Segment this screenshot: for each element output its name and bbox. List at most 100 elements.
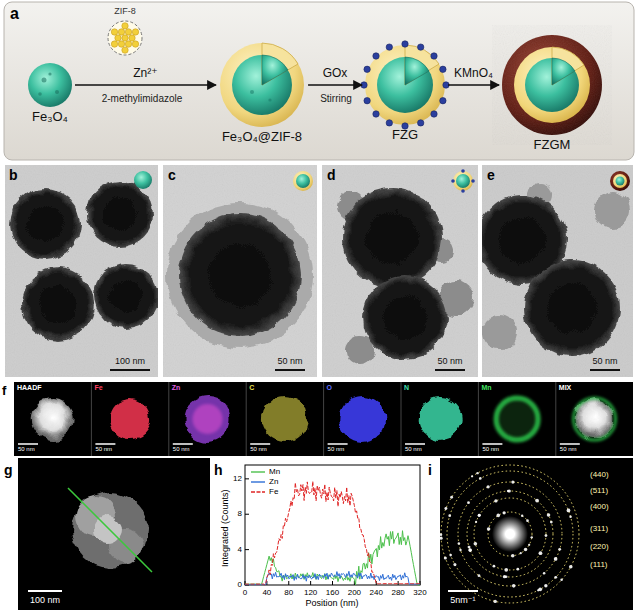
diffraction-spot xyxy=(471,475,473,477)
figure-circle xyxy=(220,43,304,127)
element-label: O xyxy=(327,384,332,392)
figure-circle xyxy=(377,57,433,113)
diffraction-spot xyxy=(474,542,478,546)
diffraction-spot xyxy=(508,489,511,492)
particle-node: FZG xyxy=(365,45,445,143)
figure-circle xyxy=(296,174,310,188)
figure-g xyxy=(451,169,475,193)
reagent-label: 2-methylimidazole xyxy=(102,93,183,105)
diffraction-spot xyxy=(496,514,500,518)
element-label: MIX xyxy=(559,384,571,392)
figure-circle xyxy=(458,482,562,586)
tem-panel-d xyxy=(322,165,478,377)
diffraction-spot xyxy=(504,568,508,572)
figure-path xyxy=(405,57,429,85)
profile-curve xyxy=(245,571,420,584)
figure-line xyxy=(448,590,478,592)
figure-circle xyxy=(94,516,122,544)
diffraction-spot xyxy=(449,554,452,557)
figure-line xyxy=(328,443,348,445)
diffraction-spot xyxy=(487,485,490,488)
figure-g xyxy=(342,188,447,360)
axis-tick xyxy=(332,581,333,585)
zif8-lattice xyxy=(111,23,138,54)
figure-circle xyxy=(483,315,517,349)
zif8-cage xyxy=(122,47,128,53)
element-label: Zn xyxy=(172,384,181,392)
profile-curve xyxy=(245,531,420,585)
diffraction-spot xyxy=(545,534,548,537)
profile-curve xyxy=(245,481,420,585)
figure-circle xyxy=(496,398,538,440)
figure-circle xyxy=(365,45,445,125)
particle-node: Fe₃O₄@ZIF-8 xyxy=(219,43,305,145)
figure-g xyxy=(10,181,158,340)
figure-rect xyxy=(440,458,633,610)
profile-curves xyxy=(245,481,420,585)
tick-label: 0 xyxy=(243,588,247,597)
scale-label: 50 nm xyxy=(592,356,617,366)
panel-letter: a xyxy=(10,5,19,23)
tick-label: 280 xyxy=(391,588,404,597)
figure-line xyxy=(250,443,270,445)
diffraction-spot xyxy=(535,499,539,503)
diffraction-spot xyxy=(476,472,478,474)
gox-dot xyxy=(364,66,370,72)
tem-panel-b xyxy=(5,165,158,377)
figure-circle xyxy=(616,177,625,186)
plane-index: (400) xyxy=(590,502,609,511)
reagent-label: KMnO₄ xyxy=(454,67,493,81)
particle-node: Fe₃O₄ xyxy=(28,63,72,125)
element-label: C xyxy=(249,384,254,392)
diffraction-spot xyxy=(511,554,515,558)
figure-circle xyxy=(492,516,528,552)
figure-g xyxy=(91,382,555,456)
figure-line xyxy=(246,382,247,456)
figure-circle xyxy=(461,169,465,173)
plane-index: (440) xyxy=(590,470,609,479)
core-shell-particle xyxy=(220,43,304,127)
legend-label: Mn xyxy=(269,467,280,476)
figure-line xyxy=(68,488,152,572)
figure-circle xyxy=(232,55,292,115)
line-profile-chart xyxy=(245,465,420,585)
legend-label: Fe xyxy=(269,487,278,496)
diffraction-spot xyxy=(448,514,451,517)
figure-circle xyxy=(342,188,442,288)
reaction-arrow xyxy=(75,84,216,85)
zif8-cage xyxy=(132,41,138,47)
tick-label: 240 xyxy=(370,588,383,597)
diffraction-spot xyxy=(478,574,481,577)
scale-label: 5nm⁻¹ xyxy=(450,595,475,605)
axis-title: Position (nm) xyxy=(305,598,358,608)
diffraction-spot xyxy=(475,521,477,523)
figure-circle xyxy=(38,92,42,96)
figure-circle xyxy=(134,171,152,189)
diffraction-spot xyxy=(520,552,522,554)
figure-circle xyxy=(110,399,150,439)
figure-rect xyxy=(5,165,158,377)
axis-tick xyxy=(245,549,249,550)
scale-label: 50 nm xyxy=(277,356,302,366)
reagent-label: Stirring xyxy=(320,93,352,105)
diffraction-spot xyxy=(554,576,557,579)
diffraction-spot xyxy=(567,509,571,513)
diffraction-pattern xyxy=(440,458,633,610)
figure-line xyxy=(405,443,425,445)
diffraction-spot xyxy=(516,568,519,571)
panel-letter: i xyxy=(428,462,432,478)
figure-line xyxy=(275,369,305,371)
figure-circle xyxy=(55,90,59,94)
zif8-inset xyxy=(108,21,142,55)
diffraction-spot xyxy=(503,575,506,578)
panel-letter: f xyxy=(2,384,6,399)
diffraction-spot xyxy=(550,521,553,524)
scale-label: 50 nm xyxy=(328,446,345,453)
figure-line xyxy=(435,369,465,371)
figure-circle xyxy=(502,35,602,135)
plane-index: (511) xyxy=(590,486,608,495)
figure-circle xyxy=(418,397,462,441)
diffraction-spot xyxy=(544,584,547,587)
plane-index: (220) xyxy=(590,542,609,551)
figure-line xyxy=(555,382,556,456)
